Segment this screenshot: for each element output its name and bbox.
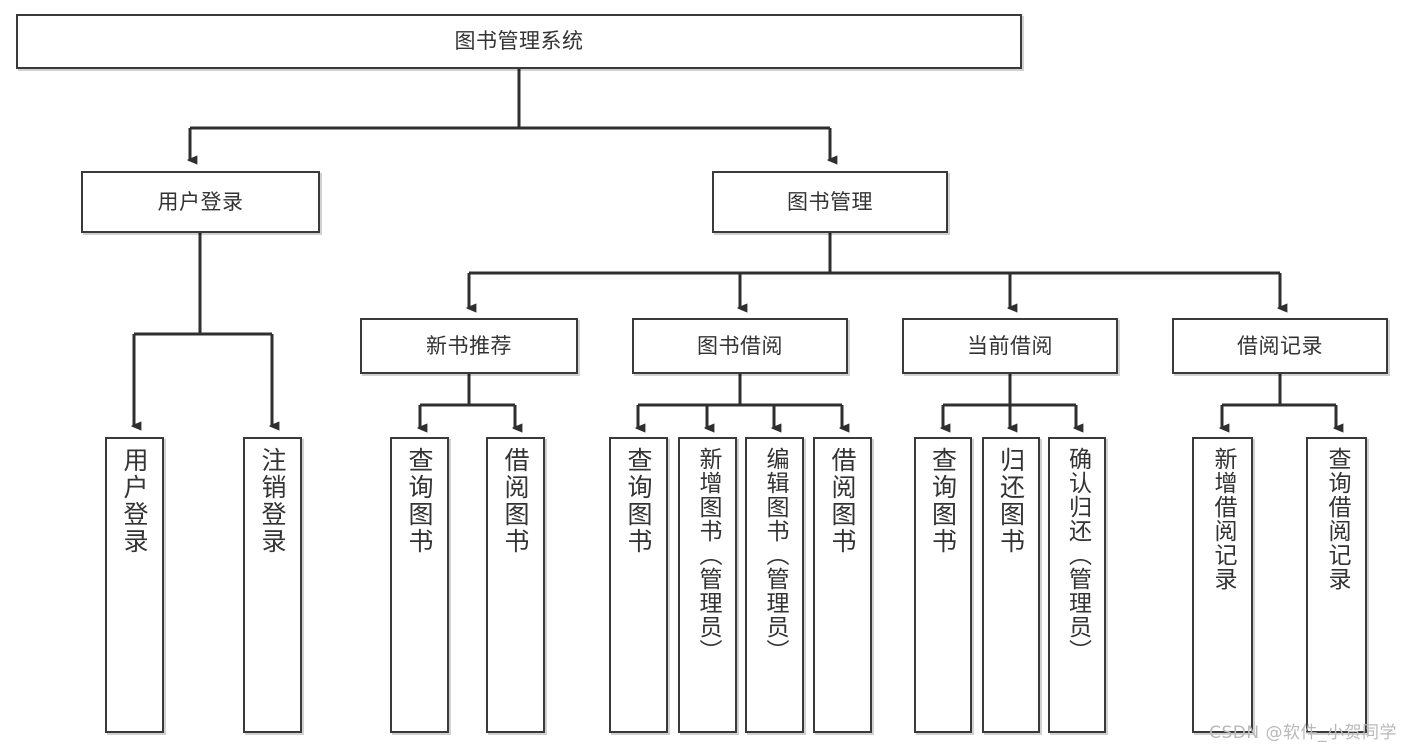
- leaf-bb-add-book-label: 新增图书（管理员）: [695, 447, 721, 663]
- leaf-bb-edit-book-label: 编辑图书（管理员）: [762, 447, 788, 663]
- leaf-bb-add-book[interactable]: 新增图书（管理员）: [678, 437, 737, 733]
- leaf-cb-confirm-return-label: 确认归还（管理员）: [1064, 447, 1091, 663]
- node-book-borrow-label: 图书借阅: [697, 333, 783, 358]
- leaf-logout[interactable]: 注销登录: [243, 437, 302, 733]
- leaf-cb-return-book[interactable]: 归还图书: [982, 437, 1040, 733]
- node-new-book-recommend-label: 新书推荐: [426, 333, 512, 358]
- leaf-cb-confirm-return[interactable]: 确认归还（管理员）: [1048, 437, 1106, 733]
- leaf-cb-query-book-label: 查询图书: [928, 447, 958, 555]
- node-new-book-recommend[interactable]: 新书推荐: [360, 318, 578, 374]
- leaf-nb-borrow-book-label: 借阅图书: [501, 447, 530, 555]
- leaf-bb-query-book-label: 查询图书: [624, 447, 653, 555]
- leaf-nb-query-book[interactable]: 查询图书: [390, 437, 449, 733]
- leaf-cb-query-book[interactable]: 查询图书: [914, 437, 972, 733]
- node-borrow-records-label: 借阅记录: [1237, 333, 1323, 358]
- leaf-br-add-record[interactable]: 新增借阅记录: [1192, 437, 1253, 733]
- leaf-bb-edit-book[interactable]: 编辑图书（管理员）: [745, 437, 804, 733]
- leaf-logout-label: 注销登录: [258, 447, 287, 555]
- node-root[interactable]: 图书管理系统: [16, 14, 1022, 69]
- node-current-borrow-label: 当前借阅: [967, 333, 1053, 358]
- leaf-user-login-label: 用户登录: [120, 447, 149, 555]
- leaf-nb-borrow-book[interactable]: 借阅图书: [486, 437, 545, 733]
- node-current-borrow[interactable]: 当前借阅: [902, 318, 1118, 374]
- leaf-nb-query-book-label: 查询图书: [405, 447, 434, 555]
- leaf-br-add-record-label: 新增借阅记录: [1210, 447, 1236, 591]
- watermark-text: CSDN @软件_小贺同学: [1209, 723, 1397, 743]
- node-book-borrow[interactable]: 图书借阅: [632, 318, 848, 374]
- leaf-bb-borrow-book[interactable]: 借阅图书: [813, 437, 872, 733]
- leaf-br-query-record[interactable]: 查询借阅记录: [1306, 437, 1367, 733]
- leaf-bb-query-book[interactable]: 查询图书: [609, 437, 668, 733]
- leaf-br-query-record-label: 查询借阅记录: [1324, 447, 1350, 591]
- node-borrow-records[interactable]: 借阅记录: [1172, 318, 1388, 374]
- node-book-management[interactable]: 图书管理: [712, 171, 948, 233]
- node-user-login[interactable]: 用户登录: [81, 171, 320, 233]
- node-root-label: 图书管理系统: [454, 29, 584, 54]
- leaf-cb-return-book-label: 归还图书: [996, 447, 1026, 555]
- leaf-bb-borrow-book-label: 借阅图书: [828, 447, 857, 555]
- node-user-login-label: 用户登录: [157, 189, 244, 214]
- node-book-management-label: 图书管理: [787, 189, 873, 214]
- leaf-user-login[interactable]: 用户登录: [105, 437, 164, 733]
